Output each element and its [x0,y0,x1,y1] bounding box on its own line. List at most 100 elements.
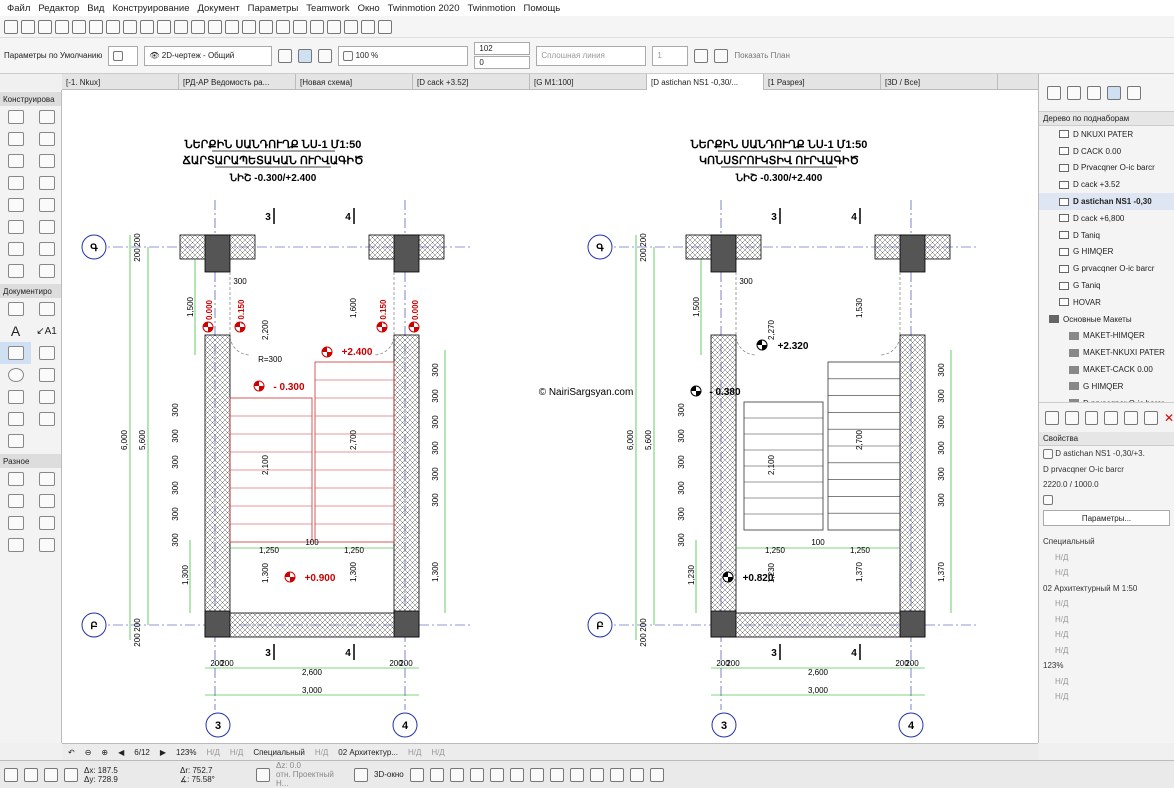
selection-icon[interactable] [589,767,604,782]
refresh-icon[interactable] [1144,410,1158,425]
new-item-icon[interactable] [1045,410,1059,425]
tab-3d[interactable]: [3D / Все] [881,74,998,90]
camera-icon[interactable] [629,767,644,782]
suspend-groups-icon[interactable] [157,19,171,34]
properties-nd-6[interactable]: Н/Д [1055,645,1069,655]
tab-d-astichan[interactable]: [D astichan NS1 -0,30/... [647,74,764,90]
layers-icon[interactable] [191,19,205,34]
morph-tool-icon[interactable] [7,242,24,256]
dimension-tool-icon[interactable] [7,302,24,316]
fill-tool-icon[interactable] [7,346,24,360]
menu-document[interactable]: Документ [197,2,240,14]
toolbox-section-document[interactable]: Документиро [0,284,61,298]
object-tool-icon[interactable] [38,242,55,256]
fill-foreground-icon[interactable] [714,48,729,63]
drawing-tool-icon[interactable] [7,390,24,404]
tree-item[interactable]: G prvacqner O-ic barcr [1039,260,1174,277]
shell-tool-icon[interactable] [38,198,55,212]
hatch-icon[interactable] [278,48,293,63]
tab-d-cack[interactable]: [D cack +3.52] [413,74,530,90]
properties-nd-2[interactable]: Н/Д [1055,568,1069,578]
properties-nd-8[interactable]: Н/Д [1055,692,1069,702]
hotspot-tool-icon[interactable] [38,390,55,404]
properties-nd-5[interactable]: Н/Д [1055,630,1069,640]
roof-tool-icon[interactable] [7,198,24,212]
camera-tool-icon[interactable] [38,494,55,508]
undo-zoom-icon[interactable]: ↶ [68,747,75,757]
properties-nd-4[interactable]: Н/Д [1055,614,1069,624]
door-tool-icon[interactable] [38,132,55,146]
marquee-icon[interactable] [569,767,584,782]
tree-item[interactable]: D cack +3.52 [1039,176,1174,193]
delta-xy[interactable]: Δx: 187.5 Δy: 728.9 [84,766,174,784]
status-special[interactable]: Специальный [253,747,305,757]
properties-layer-combo[interactable]: 02 Архитектурный М 1:50 [1043,583,1138,593]
settings-icon[interactable] [1124,410,1139,425]
pointer-icon[interactable] [55,19,69,34]
navigator-organizer-icon[interactable] [1127,85,1141,100]
paint-icon[interactable] [529,767,544,782]
layer-combo-icon[interactable] [609,767,624,782]
tree-item[interactable]: G Taniq [1039,277,1174,294]
line-type-select[interactable]: Сплошная линия [536,45,647,66]
sun-object-tool-icon[interactable] [38,538,55,552]
column-tool-icon[interactable] [38,110,55,124]
fill-pen-control[interactable] [108,45,139,66]
status-nd-2[interactable]: Н/Д [229,747,244,757]
menu-teamwork[interactable]: Teamwork [306,2,350,14]
tree-item[interactable]: G HIMQER [1039,378,1174,395]
hatch-active-icon[interactable] [298,48,313,63]
format-icon[interactable] [1104,410,1119,425]
menu-file[interactable]: Файл [7,2,31,14]
tree-item[interactable]: HOVAR [1039,294,1174,311]
polyline-tool-icon[interactable] [38,368,55,382]
status-nd-5[interactable]: Н/Д [431,747,445,757]
tree-item[interactable]: D astichan NS1 -0,30 [1039,193,1174,210]
curtain-wall-tool-icon[interactable] [38,220,55,234]
publisher-tree-header[interactable]: Дерево по поднаборам [1039,112,1174,126]
tree-item[interactable]: D cack +6,800 [1039,210,1174,227]
delta-polar[interactable]: Δr: 752.7 ∡: 75.58° [180,766,250,784]
walk-icon[interactable] [469,767,484,782]
line-tool-icon[interactable] [38,346,55,360]
filter-icon[interactable] [549,767,564,782]
change-tool-icon[interactable] [7,434,24,448]
hatch-curve-icon[interactable] [318,48,333,63]
3d-cutting-icon[interactable] [449,767,464,782]
properties-special[interactable]: Специальный [1043,537,1095,547]
sun-tool-icon[interactable] [38,516,55,530]
renovation-icon[interactable] [310,19,324,34]
slab-tool-icon[interactable] [7,176,24,190]
properties-nd-1[interactable]: Н/Д [1055,552,1069,562]
tree-item[interactable]: MAKET-CACK 0.00 [1039,361,1174,378]
navigator-publisher-icon[interactable] [1107,85,1121,100]
tree-item[interactable]: D Taniq [1039,227,1174,244]
worksheet-icon[interactable] [276,19,290,34]
menu-design[interactable]: Конструирование [112,2,190,14]
angle-lock-icon[interactable] [256,767,270,782]
grid-snap-icon[interactable] [140,19,154,34]
orbit-icon[interactable] [489,767,504,782]
properties-nd-3[interactable]: Н/Д [1055,599,1069,609]
zoom-in-icon[interactable]: ⊕ [101,747,109,757]
snap-icon[interactable] [72,19,86,34]
tree-item[interactable]: MAKET-NKUXI PATER [1039,344,1174,361]
label-tool-icon[interactable]: ↙A1 [36,325,57,337]
tab-vedomost[interactable]: [РД-АР Ведомость ра... [179,74,296,90]
picture-tool-icon[interactable] [7,538,24,552]
arc-tool-icon[interactable] [7,368,24,382]
menu-options[interactable]: Параметры [247,2,299,14]
3d-box-icon[interactable] [429,767,444,782]
menu-view[interactable]: Вид [87,2,105,14]
tree-item[interactable]: D NKUXI PATER [1039,126,1174,143]
trace-icon[interactable] [174,19,188,34]
line-pen-field[interactable]: 1 [652,45,689,66]
3d-window-icon[interactable] [208,19,222,34]
delete-icon[interactable]: ✕ [1163,410,1174,425]
publish-icon[interactable] [1084,410,1099,425]
level-dimension-tool-icon[interactable] [38,302,55,316]
lamp-tool-icon[interactable] [38,472,55,486]
beam-tool-icon[interactable] [7,132,24,146]
toolbox-section-design[interactable]: Конструирова [0,92,61,106]
properties-name[interactable]: D astichan NS1 -0,30/+3. [1039,446,1174,462]
